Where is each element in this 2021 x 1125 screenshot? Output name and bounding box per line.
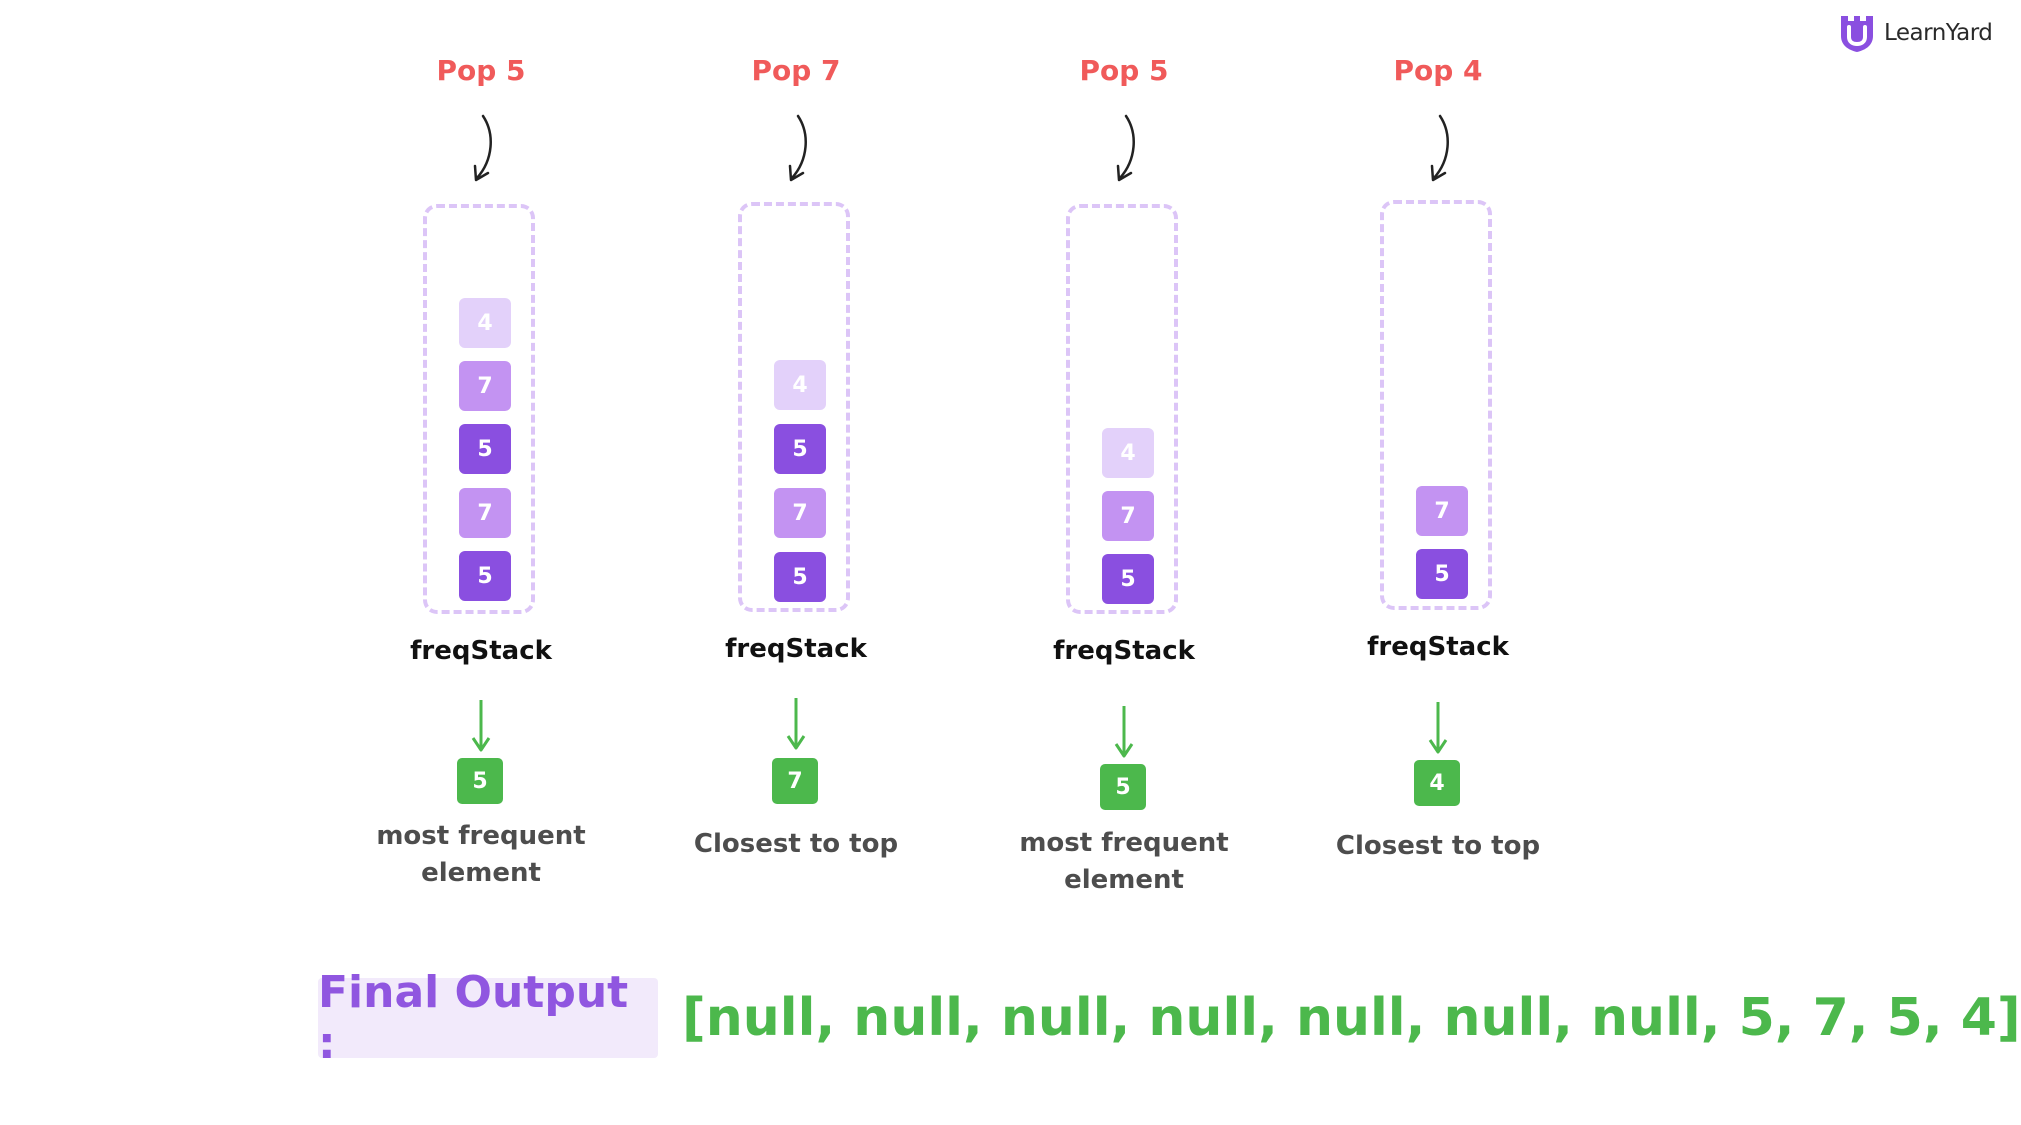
stack-block: 4 xyxy=(774,360,826,410)
reason-line: element xyxy=(1064,865,1184,895)
stack-block: 4 xyxy=(1102,428,1154,478)
stack-block: 5 xyxy=(1102,554,1154,604)
freq-stack: 4 7 5 xyxy=(1066,204,1178,614)
stack-label: freqStack xyxy=(725,634,867,664)
stack-block: 5 xyxy=(774,552,826,602)
step-title: Pop 5 xyxy=(436,54,526,87)
result-reason: most frequent element xyxy=(1004,825,1244,899)
step-title: Pop 4 xyxy=(1393,54,1483,87)
stack-block: 5 xyxy=(1416,549,1468,599)
step-1: Pop 5 4 7 5 7 5 freqStack 5 most frequen… xyxy=(361,0,601,920)
down-arrow-icon xyxy=(786,698,806,750)
step-title: Pop 7 xyxy=(751,54,841,87)
down-arrow-icon xyxy=(1114,706,1134,758)
brand-name: LearnYard xyxy=(1884,20,1993,46)
result-reason: most frequent element xyxy=(361,818,601,892)
stack-block: 7 xyxy=(1102,491,1154,541)
step-title: Pop 5 xyxy=(1079,54,1169,87)
step-3: Pop 5 4 7 5 freqStack 5 most frequent el… xyxy=(1004,0,1244,920)
reason-line: most frequent xyxy=(376,821,586,851)
curved-arrow-icon xyxy=(473,114,492,182)
reason-line: element xyxy=(421,858,541,888)
reason-line: Closest to top xyxy=(693,829,899,859)
learnyard-logo: LearnYard xyxy=(1838,10,1998,56)
stack-block: 7 xyxy=(459,361,511,411)
stack-label: freqStack xyxy=(1367,632,1509,662)
learnyard-shield-icon xyxy=(1841,16,1873,52)
freq-stack: 7 5 xyxy=(1380,200,1492,610)
down-arrow-icon xyxy=(471,700,491,752)
result-value: 5 xyxy=(1100,764,1146,810)
stack-label: freqStack xyxy=(410,636,552,666)
final-output-box: Final Output : xyxy=(318,967,658,1069)
stack-block: 5 xyxy=(774,424,826,474)
freq-stack: 4 7 5 7 5 xyxy=(423,204,535,614)
stack-block: 7 xyxy=(774,488,826,538)
final-output-label: Final Output : xyxy=(318,967,629,1069)
stack-block: 7 xyxy=(1416,486,1468,536)
reason-line: most frequent xyxy=(1019,828,1229,858)
curved-arrow-icon xyxy=(788,114,807,182)
result-reason: Closest to top xyxy=(676,826,916,863)
result-reason: Closest to top xyxy=(1318,828,1558,865)
final-output-value: [null, null, null, null, null, null, nul… xyxy=(682,988,2021,1048)
curved-arrow-icon xyxy=(1430,114,1449,182)
reason-line: Closest to top xyxy=(1335,831,1541,861)
step-4: Pop 4 7 5 freqStack 4 Closest to top xyxy=(1318,0,1558,920)
result-value: 5 xyxy=(457,758,503,804)
stack-block: 5 xyxy=(459,551,511,601)
result-value: 7 xyxy=(772,758,818,804)
result-value: 4 xyxy=(1414,760,1460,806)
down-arrow-icon xyxy=(1428,702,1448,754)
stack-label: freqStack xyxy=(1053,636,1195,666)
stack-block: 7 xyxy=(459,488,511,538)
step-2: Pop 7 4 5 7 5 freqStack 7 Closest to top xyxy=(676,0,916,920)
freq-stack: 4 5 7 5 xyxy=(738,202,850,612)
curved-arrow-icon xyxy=(1116,114,1135,182)
stack-block: 5 xyxy=(459,424,511,474)
stack-block: 4 xyxy=(459,298,511,348)
